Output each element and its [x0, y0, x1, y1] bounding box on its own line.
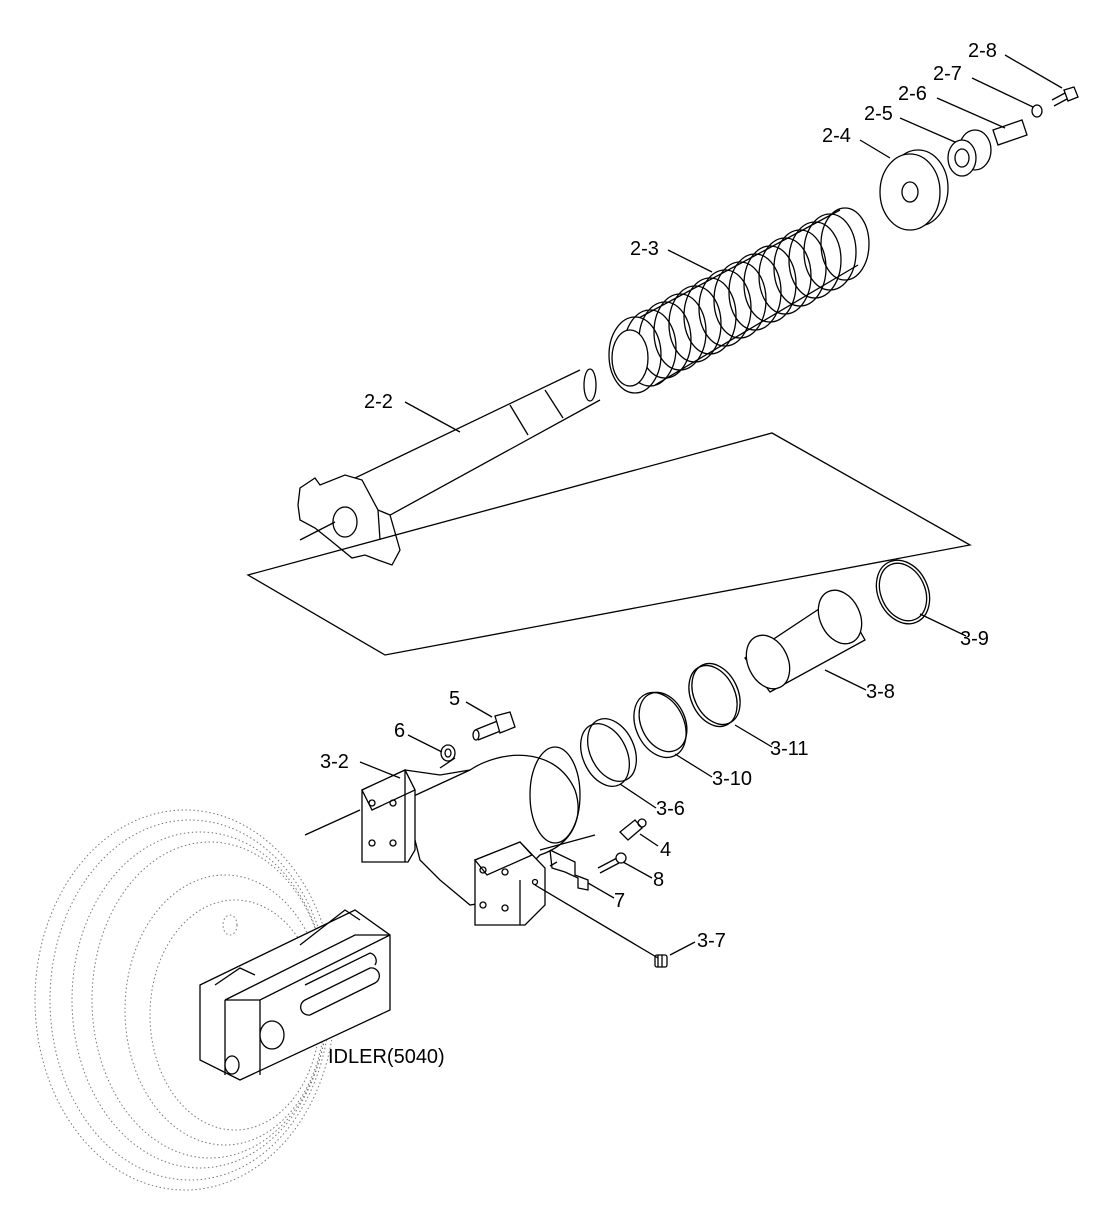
callout-2-6: 2-6	[898, 83, 927, 105]
washer-part-2-7	[1031, 104, 1043, 118]
bolt-part-8	[597, 852, 627, 874]
bolt-part-2-8	[1051, 86, 1079, 107]
idler-bracket	[199, 909, 391, 1081]
seal-ring-part-3-9	[875, 559, 931, 625]
callout-labels: 2-8 2-7 2-6 2-5 2-4 2-3 2-2 5 6 3-2 3-9 …	[320, 40, 997, 1068]
shaft-part-2-2	[297, 368, 601, 566]
callout-8: 8	[653, 869, 664, 891]
callout-2-2: 2-2	[364, 391, 393, 413]
idler-title: IDLER(5040)	[328, 1046, 445, 1068]
callout-6: 6	[394, 720, 405, 742]
callout-2-5: 2-5	[864, 103, 893, 125]
callout-3-6: 3-6	[656, 798, 685, 820]
collar-part-2-5	[947, 129, 992, 177]
callout-2-8: 2-8	[968, 40, 997, 62]
callout-3-9: 3-9	[960, 628, 989, 650]
ring-part-3-10	[633, 691, 688, 759]
callout-3-11: 3-11	[770, 738, 809, 760]
grease-fitting-part-4	[619, 818, 647, 841]
callout-2-7: 2-7	[933, 63, 962, 85]
callout-3-7: 3-7	[697, 930, 726, 952]
callout-5: 5	[449, 688, 460, 710]
plate-part-2-4	[879, 149, 949, 231]
leader-lines	[299, 54, 1063, 959]
callout-2-3: 2-3	[630, 238, 659, 260]
washer-part-6	[440, 744, 456, 762]
callout-2-4: 2-4	[822, 125, 851, 147]
callout-4: 4	[660, 839, 671, 861]
callout-7: 7	[614, 890, 625, 912]
ring-part-3-11	[688, 662, 741, 728]
lock-plate-part-2-6	[992, 119, 1028, 146]
bushing-part-3-8	[744, 589, 866, 693]
callout-3-8: 3-8	[866, 681, 895, 703]
ring-part-3-6	[580, 718, 637, 787]
bracket-part-3-2	[361, 746, 581, 926]
spring-part-2-3	[608, 207, 870, 394]
callout-3-10: 3-10	[712, 768, 752, 790]
clip-part-7	[549, 849, 589, 891]
assembly-plane	[246, 432, 972, 656]
bolt-part-5	[472, 711, 516, 741]
callout-3-2: 3-2	[320, 751, 349, 773]
